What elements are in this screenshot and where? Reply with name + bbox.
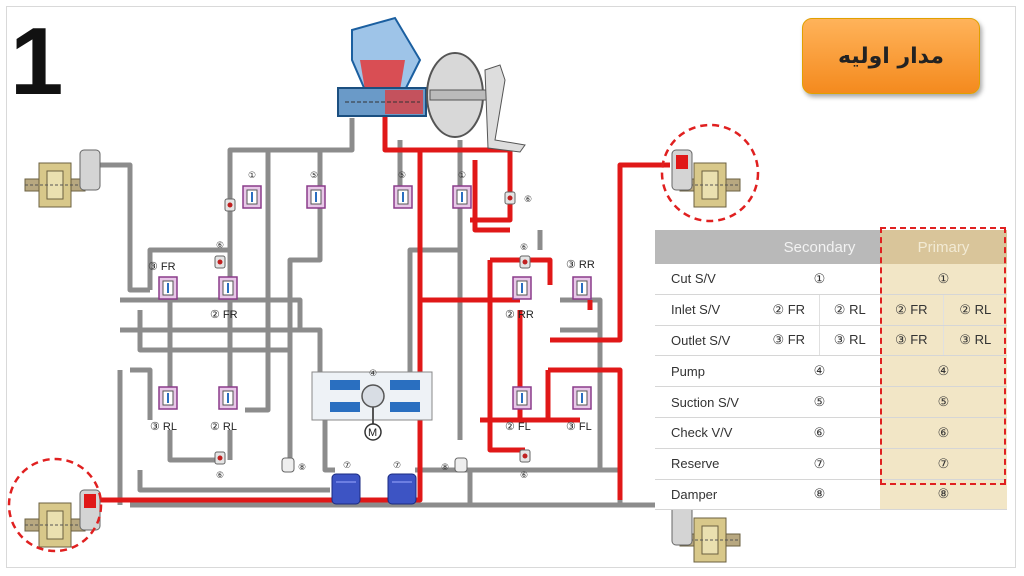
calipers	[79, 149, 693, 546]
highlight-circles	[7, 123, 760, 553]
rr-outlet-label: ③ RR	[566, 259, 595, 271]
reserve-tanks	[331, 473, 417, 505]
primary-cell: ⑤	[880, 386, 1008, 418]
rr-inlet-label: ② RR	[505, 309, 534, 321]
row-label: Cut S/V	[655, 264, 759, 295]
slide-title: مدار اولیه	[802, 18, 980, 94]
slide-number: 1	[10, 8, 63, 115]
pump-label: ④	[369, 369, 377, 379]
row-label: Reserve	[655, 448, 759, 480]
table-row: Outlet S/V ③ FR ③ RL ③ FR ③ RL	[655, 325, 1008, 357]
primary-cell: ⑧	[880, 479, 1008, 511]
table-row: Check V/V ⑥ ⑥	[655, 417, 1008, 449]
table-row: Suction S/V ⑤ ⑤	[655, 386, 1008, 418]
table-row: Reserve ⑦ ⑦	[655, 448, 1008, 480]
check-right-lower-label: ⑥	[520, 471, 528, 481]
row-label: Damper	[655, 479, 759, 511]
cut-right-label: ①	[458, 171, 466, 181]
primary-cell: ② FR	[880, 294, 943, 326]
row-label: Check V/V	[655, 417, 759, 449]
secondary-cell: ② FR	[759, 294, 819, 326]
secondary-cell: ⑤	[759, 386, 880, 418]
brake-booster	[426, 52, 526, 153]
damper-right-label: ⑧	[441, 463, 449, 473]
table-header-row: Secondary Primary	[655, 230, 1008, 264]
secondary-cell: ①	[759, 264, 880, 295]
table-row: Pump ④ ④	[655, 355, 1008, 388]
fl-outlet-label: ③ FL	[566, 421, 592, 433]
pump-assembly	[311, 371, 433, 441]
damper-left-label: ⑧	[298, 463, 306, 473]
suction-left-label: ⑤	[310, 171, 318, 181]
table-row: Damper ⑧ ⑧	[655, 479, 1008, 511]
wheel-front-left	[24, 162, 86, 208]
dampers	[281, 457, 468, 473]
secondary-cell: ④	[759, 355, 880, 388]
primary-cell: ⑦	[880, 448, 1008, 480]
primary-cell: ② RL	[942, 294, 1008, 326]
valve-table: Secondary Primary Cut S/V ① ① Inlet S/V …	[655, 230, 1008, 511]
secondary-cell: ⑦	[759, 448, 880, 480]
check-left-upper-label: ⑥	[216, 241, 224, 251]
wheel-rear-left	[24, 502, 86, 548]
slide-frame	[6, 6, 1016, 568]
motor-label: M	[368, 427, 377, 439]
fr-outlet-label: ③ FR	[148, 261, 176, 273]
fr-inlet-label: ② FR	[210, 309, 238, 321]
reserve-right-label: ⑦	[393, 461, 401, 471]
suction-right-label: ⑤	[398, 171, 406, 181]
rl-outlet-label: ③ RL	[150, 421, 177, 433]
primary-cell: ⑥	[880, 417, 1008, 449]
row-label: Pump	[655, 355, 759, 388]
secondary-cell: ⑥	[759, 417, 880, 449]
secondary-cell: ⑧	[759, 479, 880, 511]
table-row: Cut S/V ① ①	[655, 264, 1008, 295]
primary-cell: ④	[880, 355, 1008, 388]
check-right-upper-label: ⑥	[520, 243, 528, 253]
row-label: Suction S/V	[655, 386, 759, 418]
secondary-cell: ③ FR	[759, 325, 819, 357]
header-blank	[655, 230, 759, 264]
secondary-cell: ③ RL	[818, 325, 880, 357]
primary-cell: ③ RL	[942, 325, 1008, 357]
reserve-left-label: ⑦	[343, 461, 351, 471]
table-row: Inlet S/V ② FR ② RL ② FR ② RL	[655, 294, 1008, 326]
header-primary: Primary	[880, 230, 1008, 264]
primary-cell: ③ FR	[880, 325, 943, 357]
master-cylinder	[337, 16, 427, 117]
cut-left-label: ①	[248, 171, 256, 181]
check-left-lower-label: ⑥	[216, 471, 224, 481]
header-secondary: Secondary	[759, 230, 880, 264]
check-top-label: ⑥	[524, 195, 532, 205]
row-label: Inlet S/V	[655, 294, 759, 326]
primary-circuit-lines	[90, 115, 670, 503]
row-label: Outlet S/V	[655, 325, 759, 357]
secondary-cell: ② RL	[818, 294, 880, 326]
secondary-circuit-lines	[100, 118, 683, 520]
primary-cell: ①	[880, 264, 1008, 295]
rl-inlet-label: ② RL	[210, 421, 237, 433]
fl-inlet-label: ② FL	[505, 421, 531, 433]
